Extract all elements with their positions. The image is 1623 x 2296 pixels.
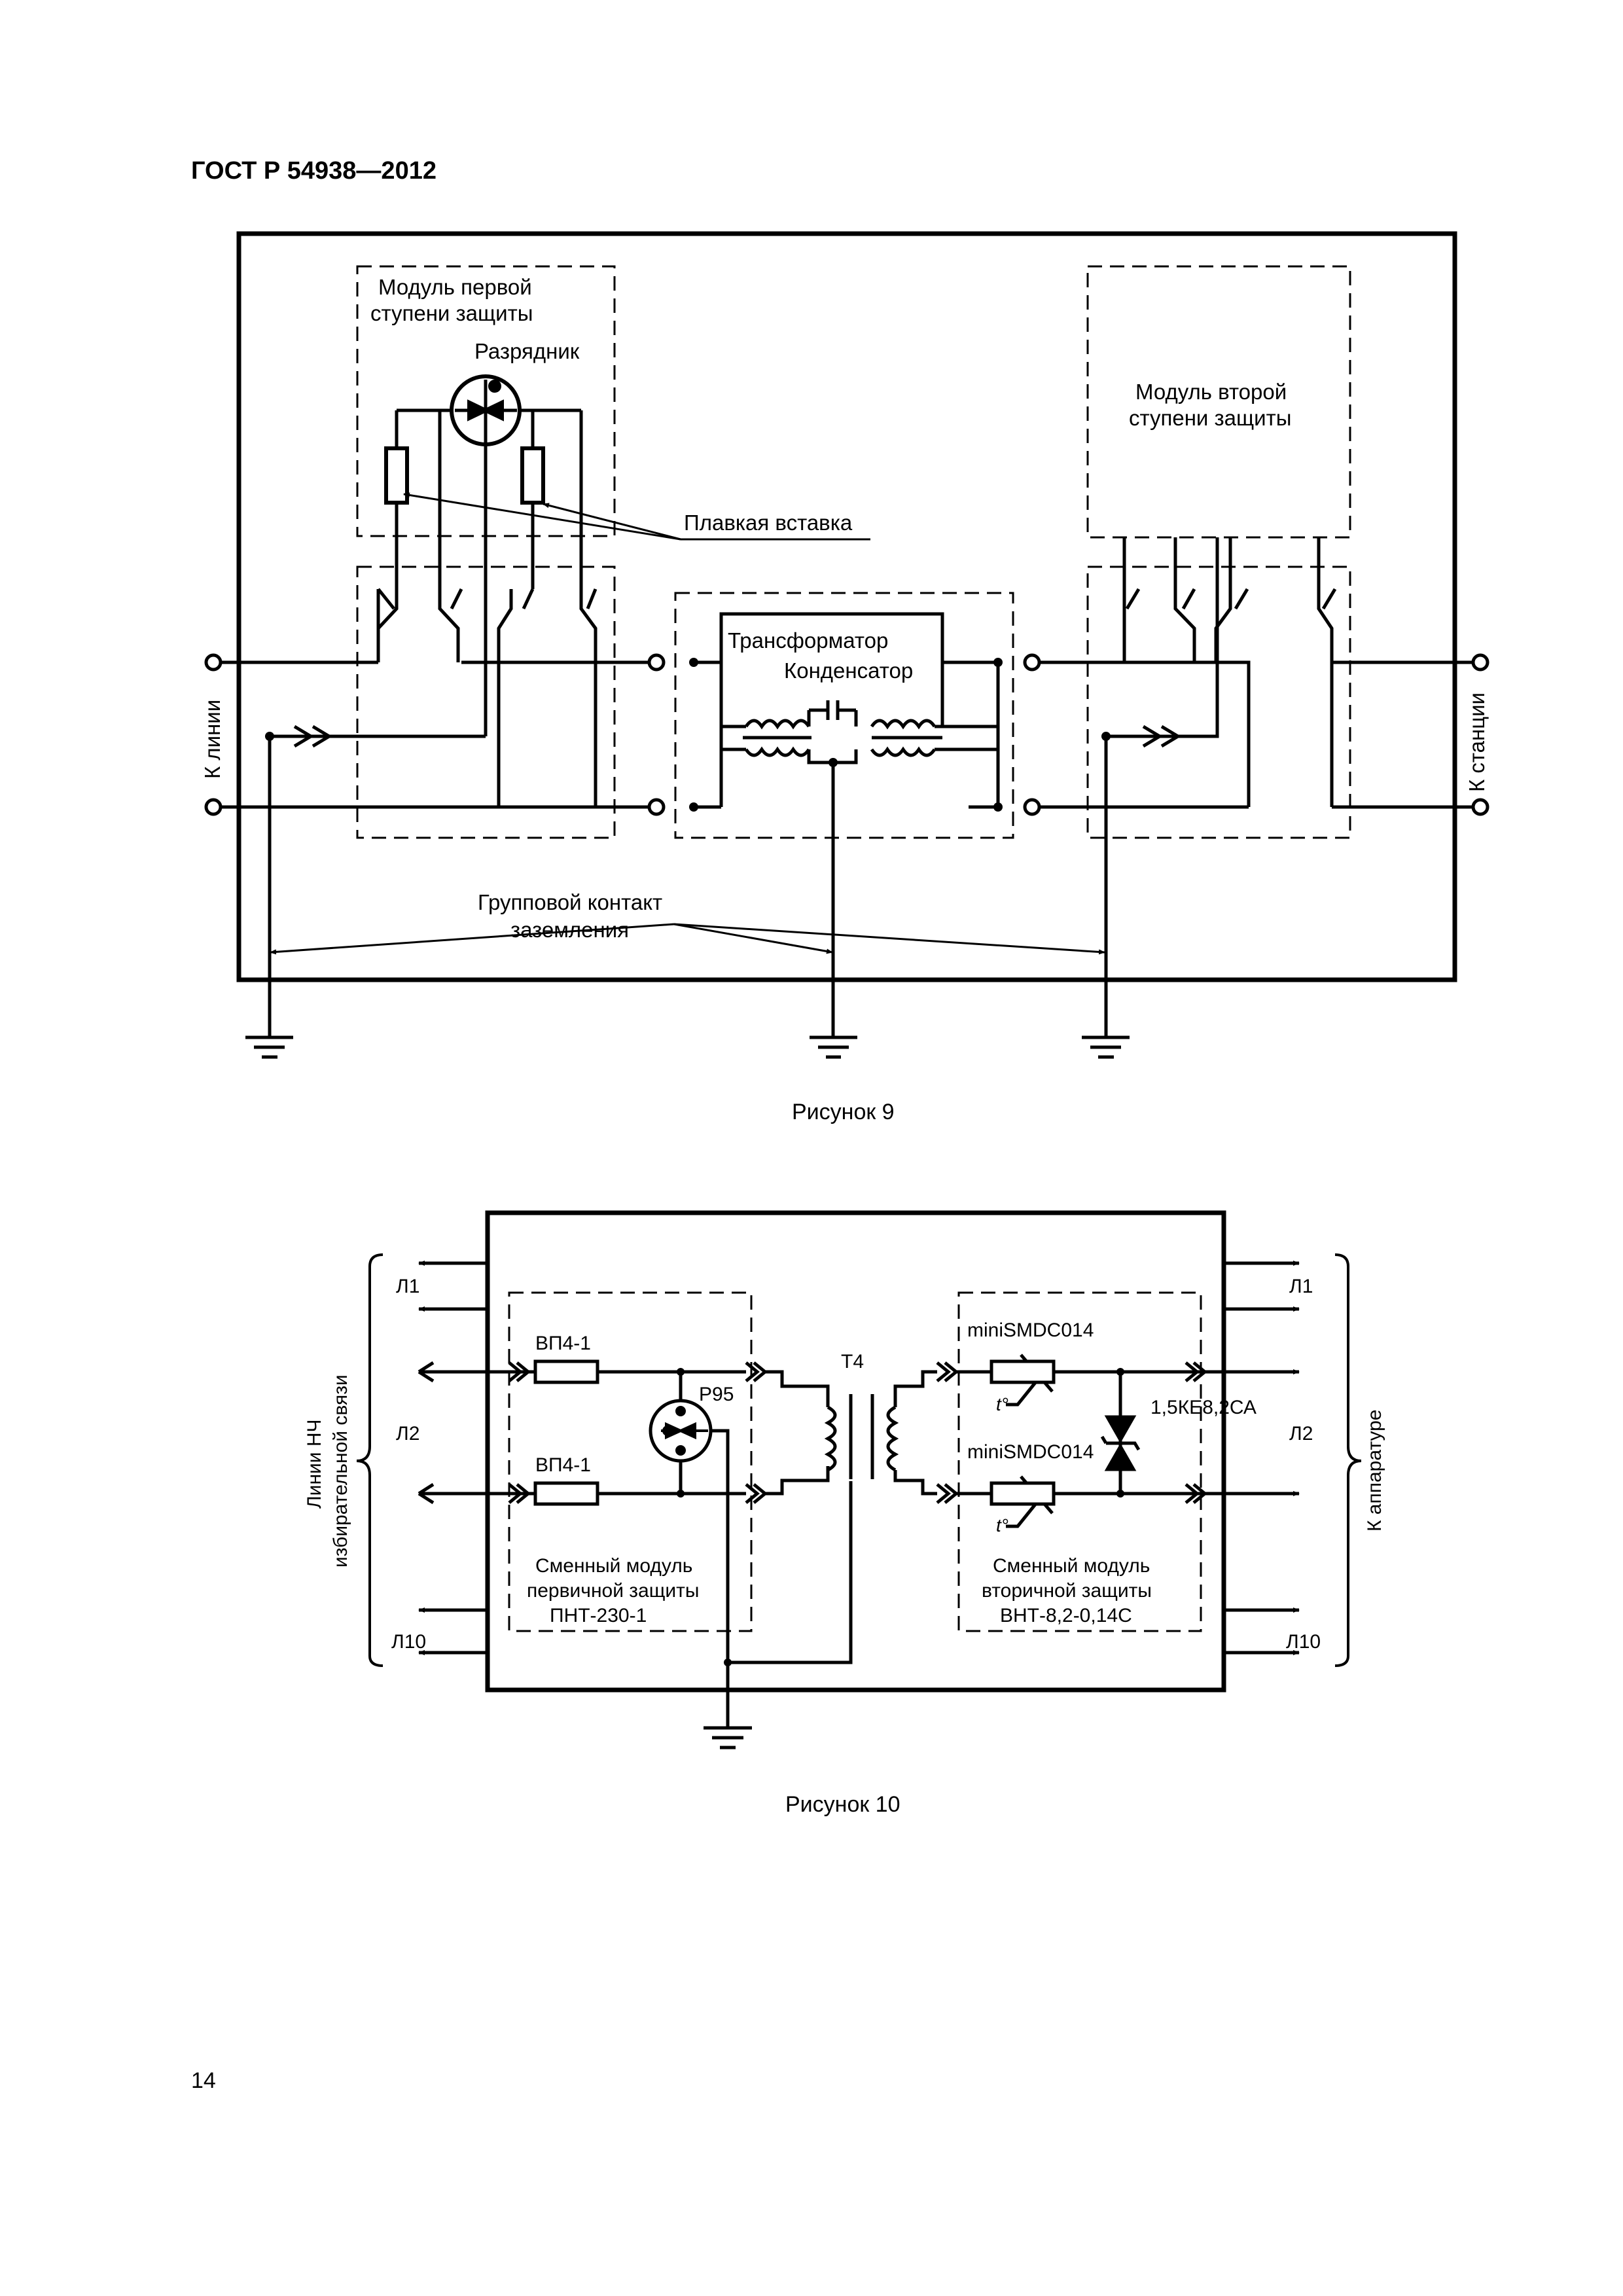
transformer-box	[674, 592, 1014, 839]
to-station-label: К станции	[1465, 692, 1489, 792]
module2-contacts	[1106, 537, 1337, 807]
module1-lower-box	[356, 565, 616, 839]
secondary-wiring	[956, 1354, 1207, 1528]
figure10-caption: Рисунок 10	[785, 1792, 901, 1817]
fuse-vp4-1-top	[533, 1359, 599, 1384]
left-brace-label-1: Линии НЧ	[304, 1419, 325, 1509]
primary-module-label-2: первичной защиты	[527, 1580, 699, 1602]
right-l10-label: Л10	[1286, 1631, 1321, 1653]
arrester-label: Разрядник	[474, 339, 580, 363]
primary-module-box	[508, 1291, 753, 1632]
transformer-t4-label: Т4	[841, 1351, 864, 1372]
right-l2-label: Л2	[1289, 1423, 1313, 1444]
fig9-outer-frame	[236, 231, 1457, 982]
secondary-module-label-1: Сменный модуль	[993, 1555, 1150, 1577]
leader-lines	[270, 492, 1105, 955]
primary-module-label-1: Сменный модуль	[535, 1555, 692, 1577]
fuse-label-top: ВП4-1	[535, 1333, 591, 1354]
capacitor-label: Конденсатор	[784, 658, 913, 683]
thermistor-top-symbol: t°	[996, 1394, 1008, 1414]
right-l1-label: Л1	[1289, 1276, 1313, 1297]
module1-label-2: ступени защиты	[370, 301, 533, 325]
left-l1-label: Л1	[396, 1276, 419, 1297]
terminals	[204, 653, 1489, 816]
fig10-ground	[704, 1662, 752, 1749]
right-line-arrows	[1198, 1261, 1300, 1655]
page-number: 14	[191, 2068, 216, 2093]
document-header: ГОСТ Р 54938—2012	[191, 157, 437, 185]
line-conductors	[221, 660, 1479, 809]
secondary-module-box	[957, 1291, 1202, 1632]
secondary-module-label-3: ВНТ-8,2-0,14С	[1000, 1605, 1132, 1626]
primary-module-label-3: ПНТ-230-1	[550, 1605, 647, 1626]
transformer-label: Трансформатор	[728, 628, 888, 653]
fuse-right	[520, 446, 545, 505]
right-brace	[1334, 1253, 1362, 1667]
ground-contact-label-1: Групповой контакт	[478, 890, 662, 914]
grounding-lines	[245, 736, 1130, 1059]
thermistor-top-label: miniSMDC014	[967, 1319, 1094, 1341]
fuse-label: Плавкая вставка	[684, 511, 853, 535]
left-brace	[356, 1253, 383, 1667]
figure-9	[204, 231, 1489, 1059]
fig10-outer-frame	[485, 1210, 1226, 1693]
thermistor-bottom-label: miniSMDC014	[967, 1441, 1094, 1463]
module1-contacts	[376, 588, 597, 807]
thermistor-bottom	[990, 1481, 1056, 1506]
ground-contact-label-2: заземления	[510, 918, 629, 942]
module1-label-1: Модуль первой	[378, 275, 532, 299]
diode-label: 1,5КЕ8,2СА	[1150, 1397, 1257, 1418]
fuse-vp4-1-bottom	[533, 1481, 599, 1506]
arrester-p95-label: Р95	[699, 1384, 734, 1405]
fuse-left	[384, 446, 409, 505]
left-brace-label-2: избирательной связи	[330, 1374, 351, 1568]
fuse-label-bottom: ВП4-1	[535, 1454, 591, 1476]
thermistor-top	[990, 1359, 1056, 1384]
left-line-arrows	[418, 1261, 501, 1655]
module2-label-1: Модуль второй	[1135, 380, 1287, 404]
figure-10	[356, 1210, 1362, 1749]
figure9-caption: Рисунок 9	[792, 1100, 895, 1124]
transformer-internals	[694, 612, 1000, 1037]
transformer-t4	[824, 1361, 959, 1504]
module2-label-2: ступени защиты	[1129, 406, 1291, 430]
left-l10-label: Л10	[391, 1631, 426, 1653]
right-brace-label: К аппаратуре	[1364, 1410, 1385, 1532]
left-l2-label: Л2	[396, 1423, 419, 1444]
to-line-label: К линии	[200, 700, 224, 779]
secondary-module-label-2: вторичной защиты	[982, 1580, 1152, 1602]
thermistor-bottom-symbol: t°	[996, 1515, 1008, 1535]
